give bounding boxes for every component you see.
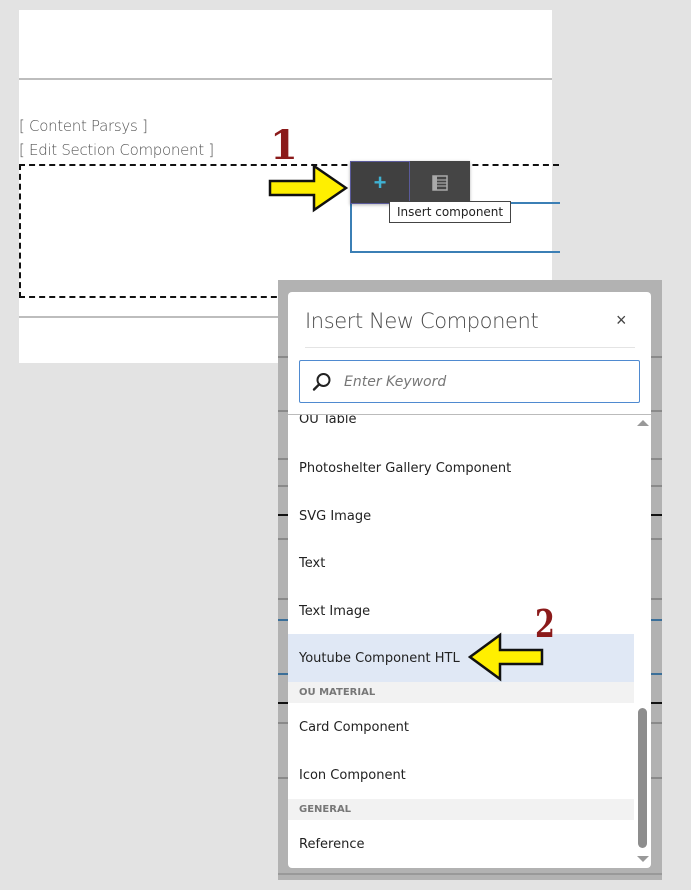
group-header-ou-material: OU MATERIAL: [288, 682, 634, 703]
list-item-photoshelter-gallery[interactable]: Photoshelter Gallery Component: [288, 444, 634, 492]
scroll-up-arrow-icon[interactable]: [637, 420, 649, 426]
insert-component-tooltip: Insert component: [389, 201, 512, 223]
search-input[interactable]: [344, 373, 604, 390]
insert-component-dialog: Insert New Component × OU Table Photoshe…: [288, 292, 651, 868]
content-parsys-label[interactable]: [ Content Parsys ]: [19, 117, 148, 135]
scroll-down-arrow-icon[interactable]: [637, 856, 649, 862]
title-divider: [305, 347, 635, 348]
item-label: Reference: [299, 836, 365, 852]
item-label: Youtube Component HTL: [299, 650, 460, 666]
dialog-title: Insert New Component: [305, 309, 539, 333]
item-label: OU Table: [299, 415, 357, 427]
step-number-2: 2: [535, 601, 555, 646]
list-item-text[interactable]: Text: [288, 539, 634, 587]
insert-component-button[interactable]: +: [350, 161, 410, 204]
item-label: Text Image: [299, 603, 371, 619]
edit-section-component-label[interactable]: [ Edit Section Component ]: [19, 141, 214, 159]
arrow-right-icon: [268, 163, 348, 213]
item-label: Text: [299, 555, 326, 571]
layout-button[interactable]: [410, 161, 470, 204]
item-label: SVG Image: [299, 508, 372, 524]
item-label: Icon Component: [299, 767, 406, 783]
item-label: Card Component: [299, 719, 410, 735]
group-header-general: GENERAL: [288, 799, 634, 820]
keyword-search-field[interactable]: [299, 360, 640, 403]
list-item-svg-image[interactable]: SVG Image: [288, 492, 634, 540]
list-divider: [288, 414, 651, 415]
component-list: OU Table Photoshelter Gallery Component …: [288, 415, 634, 868]
section-divider: [19, 78, 552, 80]
arrow-left-icon: [468, 632, 544, 682]
plus-icon: +: [373, 169, 387, 195]
component-toolbar: +: [350, 161, 470, 204]
item-label: Photoshelter Gallery Component: [299, 460, 512, 476]
list-item-card-component[interactable]: Card Component: [288, 703, 634, 751]
list-item-youtube-component-htl[interactable]: Youtube Component HTL: [288, 634, 634, 682]
list-item-text-image[interactable]: Text Image: [288, 587, 634, 635]
list-item-icon-component[interactable]: Icon Component: [288, 751, 634, 799]
layout-icon: [432, 174, 448, 191]
step-number-1: 1: [270, 122, 298, 169]
list-scrollbar-thumb[interactable]: [638, 708, 647, 848]
list-item-ou-table[interactable]: OU Table: [288, 415, 634, 443]
search-icon: [312, 372, 331, 391]
close-button[interactable]: ×: [616, 310, 627, 331]
close-icon: ×: [616, 310, 627, 330]
list-item-reference[interactable]: Reference: [288, 820, 634, 868]
